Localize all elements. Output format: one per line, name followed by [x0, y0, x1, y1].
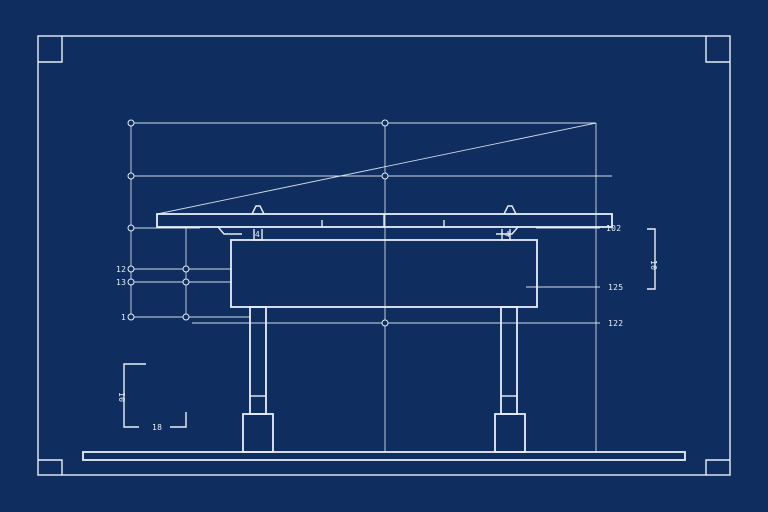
dimension-bracket-right [647, 228, 656, 290]
node [127, 265, 135, 273]
node [127, 313, 135, 321]
node [381, 319, 389, 327]
dimension-bracket-bottom-left-horizontal [170, 412, 187, 428]
label-right-bracket: 10 [649, 260, 658, 270]
label-right-bottom: 122 [608, 319, 623, 328]
label-right-top: 102 [606, 224, 621, 233]
bolt-marker-right [503, 205, 517, 215]
corner-mark-top-left [38, 36, 63, 63]
label-left-top: 12 [116, 265, 126, 274]
table-structure [82, 205, 686, 461]
dimension-bracket-bottom-left-vertical [123, 363, 146, 428]
node [182, 278, 190, 286]
node [127, 172, 135, 180]
label-left-bottom: 1 [121, 313, 126, 322]
corner-mark-bottom-right [705, 459, 730, 475]
bolt-marker-left [251, 205, 265, 215]
label-bottom-left-horizontal: 18 [152, 423, 162, 432]
corner-mark-bottom-left [38, 459, 63, 475]
dimension-brackets [123, 228, 656, 428]
node [381, 172, 389, 180]
node [127, 119, 135, 127]
construction-lines [130, 122, 612, 452]
corner-mark-top-right [705, 36, 730, 63]
foot-right [494, 413, 526, 453]
label-deck-left: 4 [255, 230, 260, 239]
bracket-left [217, 226, 242, 235]
sheet-frame [37, 35, 731, 476]
node [127, 224, 135, 232]
box-beam [230, 239, 538, 308]
foot-left [242, 413, 274, 453]
node [182, 313, 190, 321]
node [182, 265, 190, 273]
dimension-labels: 12 13 1 4 4 102 125 122 10 10 18 [116, 224, 658, 432]
slope-line [156, 122, 597, 215]
label-deck-right: 4 [505, 230, 510, 239]
label-right-mid: 125 [608, 283, 623, 292]
label-bottom-left-vertical: 10 [117, 392, 126, 402]
outer-border [37, 35, 731, 476]
node [127, 278, 135, 286]
base-plate [82, 451, 686, 461]
reference-nodes [127, 119, 389, 327]
node [381, 119, 389, 127]
label-left-mid: 13 [116, 278, 126, 287]
